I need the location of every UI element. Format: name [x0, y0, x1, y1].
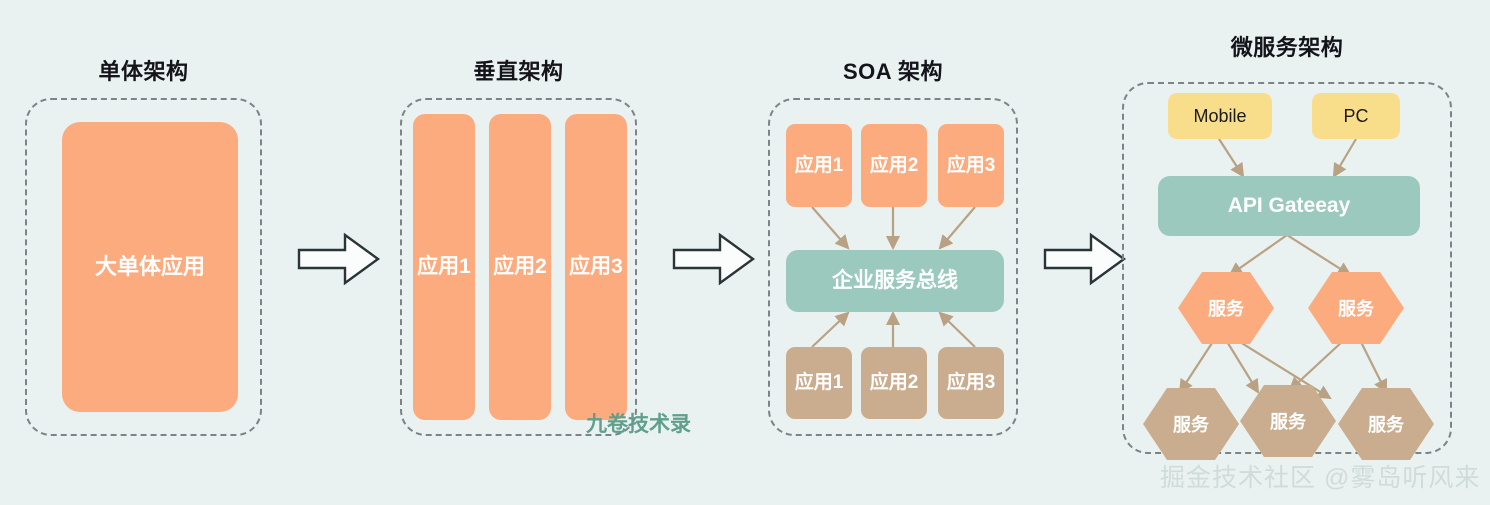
panel-container-soa: [768, 98, 1018, 436]
node-soa-bottom-app3: 应用3: [938, 347, 1004, 419]
panel-container-monolith: [25, 98, 262, 436]
node-service-bottom-center: 服务: [1240, 385, 1336, 457]
node-client-pc: PC: [1312, 93, 1400, 139]
node-client-mobile: Mobile: [1168, 93, 1272, 139]
node-vertical-app2: 应用2: [489, 114, 551, 420]
flow-arrow-soa-to-microservice: [1043, 232, 1127, 286]
node-soa-top-app2: 应用2: [861, 124, 927, 207]
flow-arrow-monolith-to-vertical: [297, 232, 381, 286]
node-service-mid-right: 服务: [1308, 272, 1404, 344]
node-enterprise-service-bus: 企业服务总线: [786, 250, 1004, 312]
node-soa-top-app3: 应用3: [938, 124, 1004, 207]
node-soa-bottom-app2: 应用2: [861, 347, 927, 419]
node-service-mid-left: 服务: [1178, 272, 1274, 344]
node-vertical-app1: 应用1: [413, 114, 475, 420]
node-service-bottom-left: 服务: [1143, 388, 1239, 460]
node-soa-top-app1: 应用1: [786, 124, 852, 207]
node-vertical-app3: 应用3: [565, 114, 627, 420]
node-soa-bottom-app1: 应用1: [786, 347, 852, 419]
panel-title-monolith: 单体架构: [98, 59, 189, 84]
panel-title-soa: SOA 架构: [843, 59, 943, 84]
node-api-gateway: API Gateeay: [1158, 176, 1420, 236]
flow-arrow-vertical-to-soa: [672, 232, 756, 286]
panel-title-vertical: 垂直架构: [473, 59, 564, 84]
watermark-jiujuan: 九卷技术录: [586, 413, 691, 436]
panel-title-microservice: 微服务架构: [1230, 35, 1344, 60]
panel-container-vertical: [400, 98, 637, 436]
node-service-bottom-right: 服务: [1338, 388, 1434, 460]
node-big-monolith-app: 大单体应用: [62, 122, 238, 412]
watermark-juejin: 掘金技术社区 @雾岛听风来: [1160, 464, 1481, 492]
